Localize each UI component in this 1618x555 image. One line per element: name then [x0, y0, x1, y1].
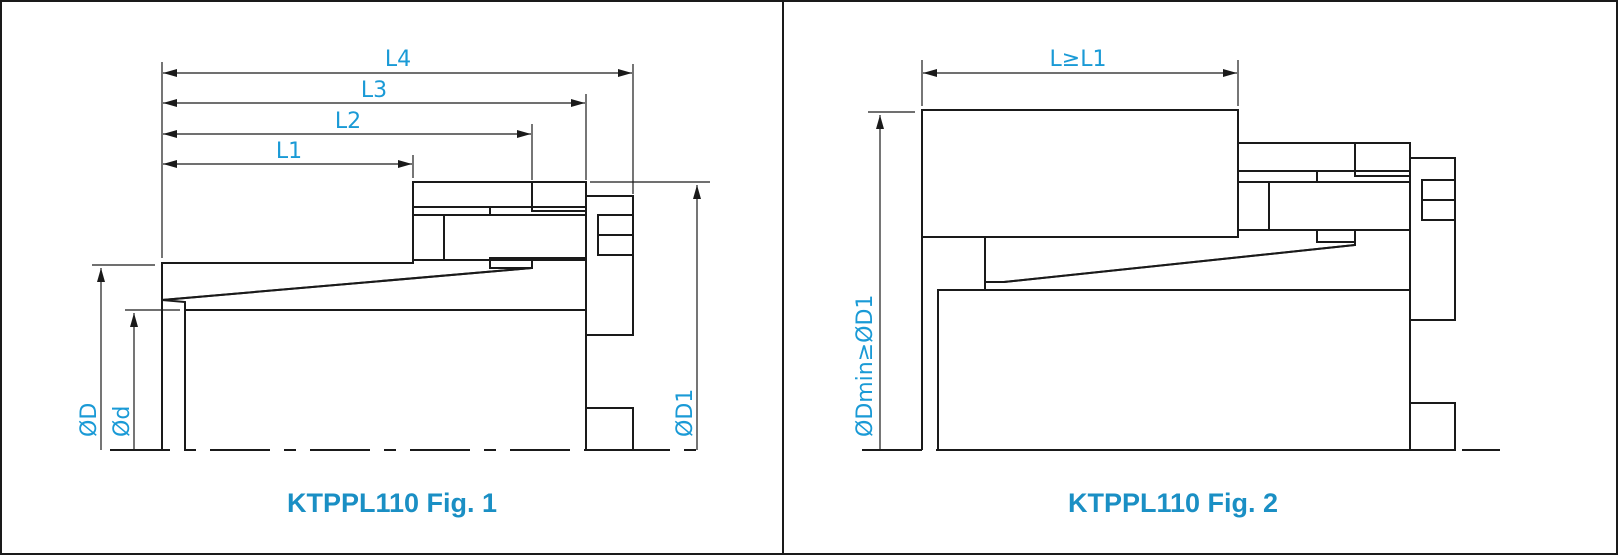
taper-sleeve-section [984, 229, 1356, 283]
dim-label-dia: ØDmin≥ØD1 [853, 295, 878, 437]
ring-spacer [1237, 181, 1270, 231]
flange-lower [1409, 402, 1456, 451]
figure-title: KTPPL110 Fig. 1 [287, 488, 497, 518]
dim-label-dia-d: Ød [110, 406, 135, 437]
flange-lower [585, 407, 634, 451]
dim-label-dia-D: ØD [77, 403, 102, 437]
figure-2: L≥L1 ØDmin≥ØD1 KTPPL110 Fig. 2 [853, 47, 1500, 518]
dim-label-l4: L4 [385, 47, 411, 72]
hub-section [921, 109, 1239, 238]
hub-section [161, 257, 587, 311]
shaft-section [937, 289, 1411, 451]
taper-sleeve-section [161, 256, 533, 302]
flange-section [1409, 157, 1456, 321]
inner-ring-section [984, 229, 1411, 291]
dim-label-length: L≥L1 [1050, 47, 1107, 72]
figure-title: KTPPL110 Fig. 2 [1068, 488, 1278, 518]
inner-ring-section [1268, 181, 1411, 231]
dim-label-l3: L3 [361, 78, 387, 103]
dim-label-l2: L2 [335, 109, 361, 134]
outer-ring-section [412, 181, 533, 208]
dim-label-l1: L1 [276, 139, 302, 164]
figure-1: L4 L3 L2 L1 ØD Ød ØD1 [77, 47, 710, 518]
flange-section [585, 195, 634, 336]
ring-spacer [412, 214, 445, 261]
inner-ring-section [443, 214, 587, 261]
dim-label-dia-D1: ØD1 [673, 389, 698, 437]
outer-ring-section [1237, 142, 1356, 172]
